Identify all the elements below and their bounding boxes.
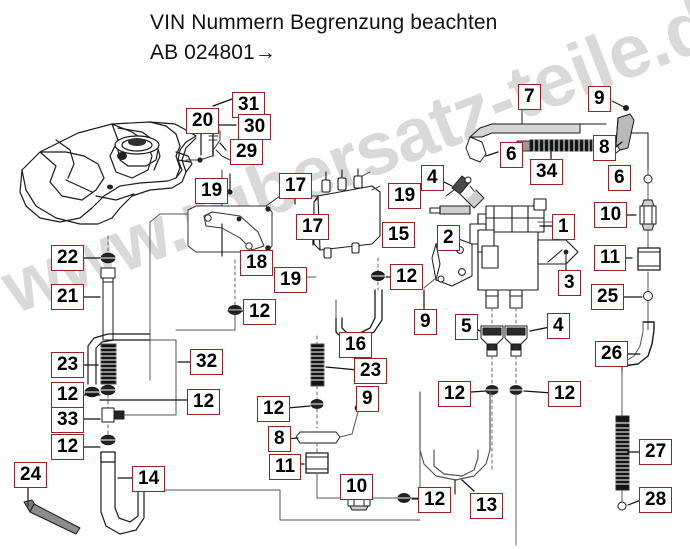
- hose-clamps-group: [485, 385, 523, 546]
- mid-lower-circuit: [295, 257, 421, 511]
- callout-28[interactable]: 28: [639, 487, 673, 513]
- callout-20[interactable]: 20: [186, 108, 220, 134]
- spring-right-part: [615, 371, 630, 511]
- callout-17-upper[interactable]: 17: [279, 173, 313, 199]
- title-line-2: AB 024801→: [150, 41, 276, 64]
- canister-lower-clamps: [296, 270, 386, 282]
- callout-7[interactable]: 7: [518, 84, 541, 110]
- callout-19-bottom[interactable]: 19: [274, 267, 308, 293]
- callout-4-lower[interactable]: 4: [547, 313, 570, 339]
- callout-12-mid[interactable]: 12: [243, 299, 277, 325]
- callout-26[interactable]: 26: [595, 341, 629, 367]
- fuel-tube-part: [465, 109, 607, 163]
- callout-24[interactable]: 24: [14, 462, 48, 488]
- callout-12-canister[interactable]: 12: [390, 264, 424, 290]
- callout-9-mid[interactable]: 9: [414, 309, 437, 335]
- quick-connector-upper-part: [445, 175, 485, 209]
- callout-17-lower[interactable]: 17: [296, 214, 330, 240]
- callout-5[interactable]: 5: [455, 314, 478, 340]
- callout-12-springleft[interactable]: 12: [51, 382, 85, 408]
- callout-12-uloop[interactable]: 12: [418, 487, 452, 513]
- callout-12-tube32[interactable]: 12: [187, 389, 221, 415]
- callout-22[interactable]: 22: [51, 245, 85, 271]
- callout-33[interactable]: 33: [51, 407, 85, 433]
- callout-9-upper[interactable]: 9: [588, 86, 611, 112]
- hatched-hose-part: [516, 139, 593, 161]
- fuel-filter-assembly-part: [429, 198, 579, 309]
- callout-14[interactable]: 14: [132, 466, 166, 492]
- callout-15[interactable]: 15: [382, 222, 416, 248]
- callout-25[interactable]: 25: [591, 284, 625, 310]
- injector-connectors-part: [480, 307, 528, 389]
- callout-34[interactable]: 34: [530, 159, 564, 185]
- callout-19-mid[interactable]: 19: [388, 183, 422, 209]
- callout-12-spring-mid[interactable]: 12: [257, 396, 291, 422]
- callout-29[interactable]: 29: [230, 139, 264, 165]
- callout-6-upper[interactable]: 6: [500, 142, 523, 168]
- callout-31[interactable]: 31: [232, 92, 266, 118]
- callout-10-right[interactable]: 10: [594, 202, 628, 228]
- callout-23-mid[interactable]: 23: [354, 358, 388, 384]
- callout-27[interactable]: 27: [639, 439, 673, 465]
- callout-11-right[interactable]: 11: [594, 245, 627, 271]
- callout-13[interactable]: 13: [470, 493, 504, 519]
- callout-1[interactable]: 1: [552, 214, 575, 240]
- callout-9-lower[interactable]: 9: [356, 386, 379, 412]
- title-line-1: VIN Nummern Begrenzung beachten: [150, 11, 498, 34]
- callout-12-inj-right[interactable]: 12: [548, 381, 582, 407]
- callout-23-left[interactable]: 23: [51, 352, 85, 378]
- callout-10-lower[interactable]: 10: [340, 474, 374, 500]
- callout-18[interactable]: 18: [240, 250, 274, 276]
- callout-21[interactable]: 21: [51, 284, 85, 310]
- fuel-tank-part: [19, 121, 197, 225]
- callout-16[interactable]: 16: [339, 332, 373, 358]
- mounting-bracket-part: [187, 169, 319, 257]
- page-title: VIN Nummern Begrenzung beachten AB 02480…: [150, 8, 670, 68]
- callout-2[interactable]: 2: [437, 225, 460, 251]
- canister-hose: [361, 171, 381, 191]
- callout-32[interactable]: 32: [190, 349, 224, 375]
- callout-11-lower[interactable]: 11: [269, 454, 302, 480]
- callout-12-bottom-left[interactable]: 12: [51, 434, 85, 460]
- tank-supply-line: [149, 213, 189, 381]
- callout-6-right[interactable]: 6: [608, 165, 631, 191]
- callout-4-upper[interactable]: 4: [421, 165, 444, 191]
- callout-8-upper[interactable]: 8: [593, 135, 616, 161]
- callout-8-lower[interactable]: 8: [268, 426, 291, 452]
- right-inline-parts: [621, 174, 661, 373]
- callout-3[interactable]: 3: [558, 270, 581, 296]
- u-loop-hose-part: [419, 391, 491, 495]
- callout-12-inj-left[interactable]: 12: [438, 381, 472, 407]
- callout-30[interactable]: 30: [238, 114, 272, 140]
- callout-19-left[interactable]: 19: [195, 178, 229, 204]
- check-valve-upper-part: [611, 100, 649, 171]
